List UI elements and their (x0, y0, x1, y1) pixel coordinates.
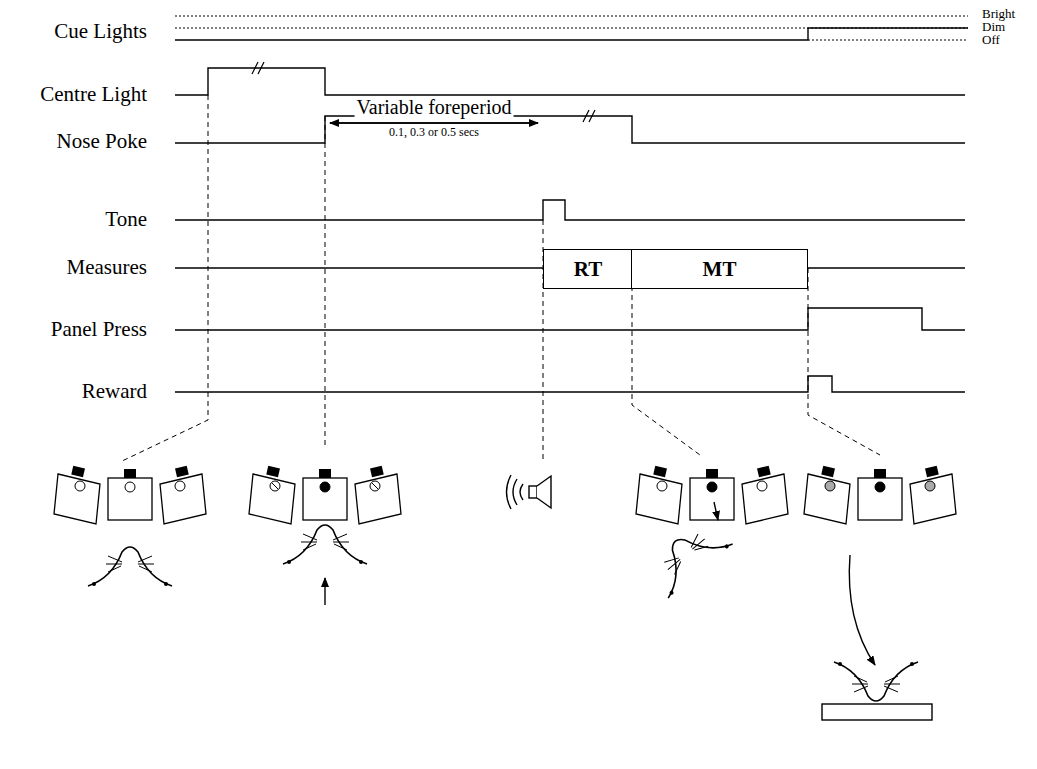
signal-name: Measures (67, 255, 147, 279)
level-label: Off (982, 33, 1000, 48)
interval-value: 0.1, 0.3 or 0.5 secs (389, 126, 479, 140)
signal-name: Tone (105, 207, 147, 231)
signal-name: Reward (82, 379, 147, 403)
interval-label: Variable foreperiod (355, 96, 514, 119)
signal-name: Cue Lights (54, 19, 147, 43)
signal-name: Centre Light (40, 82, 147, 106)
measure-label: MT (703, 257, 737, 282)
signal-name: Nose Poke (57, 129, 147, 153)
measure-box: RT (543, 249, 633, 289)
measure-label: RT (574, 257, 602, 282)
measure-box: MT (631, 249, 808, 289)
signal-name: Panel Press (51, 317, 147, 341)
chamber-illustrations (54, 466, 956, 720)
